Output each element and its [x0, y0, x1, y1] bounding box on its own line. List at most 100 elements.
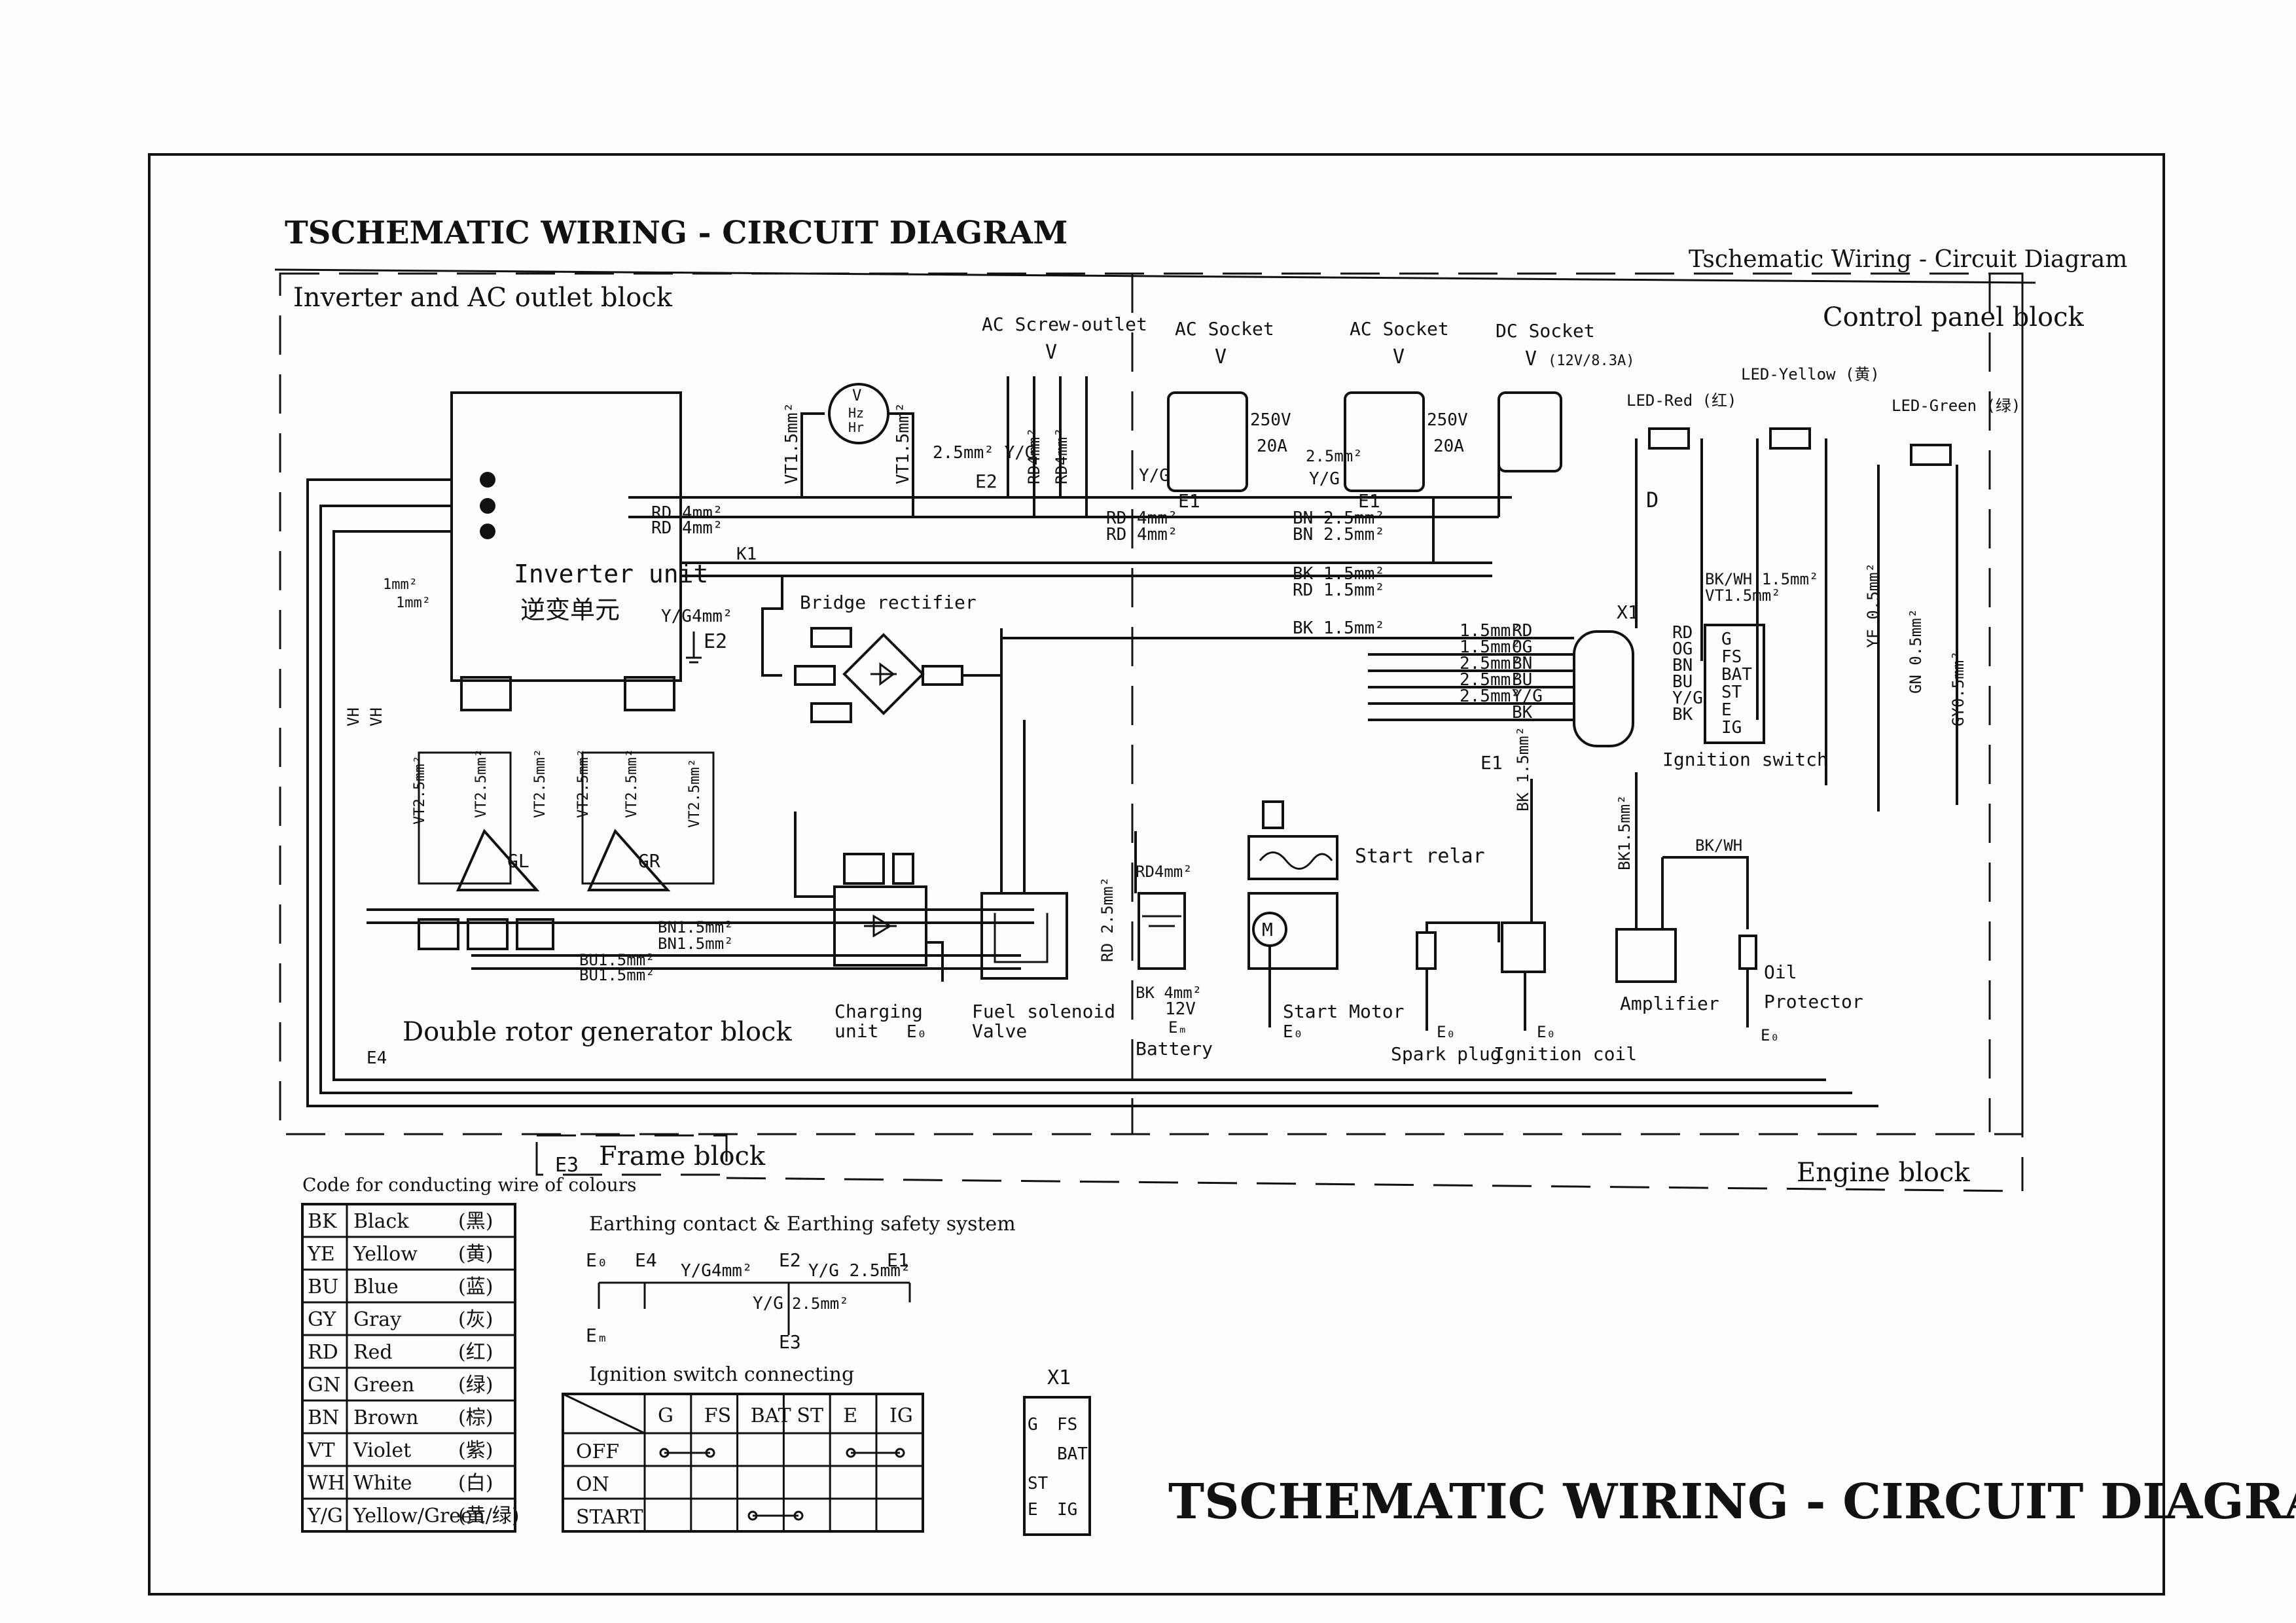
x1-pin-ig: IG	[1057, 1500, 1077, 1520]
ac-socket-2-label: AC Socket	[1350, 318, 1449, 340]
wire-label-bn15b: BN1.5mm²	[658, 935, 734, 953]
battery-label: Battery	[1136, 1038, 1213, 1060]
colour-code-name: Blue	[353, 1275, 399, 1298]
start-motor-ground: E₀	[1283, 1022, 1303, 1042]
generator-right-frame	[581, 751, 715, 885]
wire-label-gn05: GN 0.5mm²	[1907, 609, 1925, 694]
amplifier-label: Amplifier	[1620, 993, 1719, 1014]
start-relay-coil	[1259, 851, 1333, 870]
ign-row-off: OFF	[576, 1440, 619, 1463]
colour-code-name: Yellow/Green	[353, 1505, 485, 1527]
ign-header-cell: E	[843, 1404, 857, 1427]
inverter-terminal-1	[480, 472, 495, 488]
colour-code-cn: (棕)	[458, 1406, 493, 1429]
x1-label: X1	[1617, 601, 1639, 623]
ign-term-fs: FS	[1721, 647, 1742, 667]
ign-term-st: ST	[1721, 683, 1742, 702]
colour-code-cn: (紫)	[458, 1439, 493, 1462]
charging-diode	[864, 914, 897, 938]
frame-block-box	[535, 1134, 728, 1176]
x1-wire-6-color: BK	[1512, 703, 1533, 722]
colour-code-cn: (红)	[458, 1341, 493, 1364]
wire-label-yg25a: 2.5mm² Y/G	[933, 443, 1035, 463]
ign-in-og: OG	[1672, 639, 1693, 659]
earthing-yg25b: Y/G	[753, 1294, 783, 1313]
ign-in-rd: RD	[1672, 623, 1693, 643]
colour-code-code: Y/G	[307, 1505, 343, 1527]
ign-header-cell: FS	[704, 1404, 731, 1427]
earthing-e3: E3	[779, 1331, 801, 1353]
charging-winding	[467, 918, 509, 950]
inverter-connector-right	[624, 676, 675, 711]
spark-plug	[1416, 931, 1437, 970]
inverter-terminal-3	[480, 524, 495, 539]
colour-code-code: GY	[308, 1308, 336, 1331]
ign-table-diagonal	[562, 1393, 645, 1435]
earthing-yg25c: 2.5mm²	[792, 1294, 849, 1313]
ac-socket-2-v: V	[1393, 346, 1405, 368]
wire-label-bk15d: BK1.5mm²	[1615, 794, 1634, 870]
wire-label-one1: 1mm²	[383, 577, 418, 593]
x1-pin-bat: BAT	[1057, 1444, 1088, 1464]
amplifier-box	[1615, 928, 1677, 983]
earthing-e0: E₀	[586, 1249, 608, 1271]
led-green	[1910, 444, 1952, 466]
ac-socket-1	[1167, 391, 1248, 492]
block-frame-label: Frame block	[599, 1141, 766, 1171]
battery-voltage: 12V	[1165, 999, 1196, 1019]
ign-row-start: START	[576, 1506, 643, 1529]
dc-winding	[516, 918, 554, 950]
start-motor-label: Start Motor	[1283, 1001, 1404, 1022]
meter-v: V	[852, 386, 861, 404]
wire-label-rd4e: RD4mm²	[1025, 427, 1043, 484]
bridge-terminal-3	[810, 702, 852, 723]
bridge-diode-symbol	[870, 662, 897, 686]
colour-code-name: Black	[353, 1210, 409, 1233]
battery-ground: Eₘ	[1168, 1018, 1187, 1037]
x1-connector	[1573, 630, 1634, 747]
wire-label-rd4f: RD4mm²	[1052, 427, 1071, 484]
x1-pin-fs: FS	[1057, 1415, 1077, 1435]
colour-code-cn: (黑)	[458, 1210, 493, 1233]
spark-ground: E₀	[1437, 1023, 1456, 1041]
inverter-unit-cn: 逆变单元	[520, 596, 620, 624]
earthing-e2: E2	[779, 1249, 801, 1271]
colour-code-cn: (黄/绿)	[458, 1505, 520, 1527]
wire-label-bu15b: BU1.5mm²	[579, 966, 655, 984]
charging-label-1: Charging	[834, 1001, 923, 1022]
oil-label-2: Protector	[1764, 991, 1863, 1012]
colour-code-name: Yellow	[353, 1243, 418, 1266]
ignition-coil-label: Ignition coil	[1494, 1043, 1637, 1065]
bridge-terminal-2	[794, 665, 836, 686]
ign-term-g: G	[1721, 630, 1732, 649]
earthing-e1: E1	[887, 1249, 909, 1271]
ignition-switch-box	[1704, 624, 1765, 744]
dc-socket-rating: (12V/8.3A)	[1548, 353, 1634, 369]
ign-header-cell: IG	[889, 1404, 913, 1427]
oil-protector	[1738, 935, 1757, 970]
ign-off-e	[846, 1448, 856, 1458]
battery-box	[1138, 892, 1186, 970]
ground-e1-x1: E1	[1480, 752, 1503, 774]
meter-wires	[800, 412, 914, 517]
wire-label-rd25: RD 2.5mm²	[1098, 877, 1117, 962]
inverter-connector-left	[460, 676, 512, 711]
ign-term-e: E	[1721, 700, 1732, 720]
spark-plug-label: Spark plug	[1391, 1043, 1501, 1065]
wire-label-vt15c: VT1.5mm²	[1705, 586, 1781, 605]
page-subtitle: Tschematic Wiring - Circuit Diagram	[1689, 246, 2127, 273]
x1-wire-5-color: Y/G	[1512, 687, 1543, 706]
colour-code-title: Code for conducting wire of colours	[302, 1174, 637, 1196]
x1-wire-5-size: 2.5mm²	[1460, 687, 1521, 706]
colour-code-name: White	[353, 1472, 412, 1495]
wire-label-vt25d: VT2.5mm²	[575, 749, 592, 818]
idle-winding-left	[418, 918, 459, 950]
wire-label-gy05: GY0.5mm²	[1949, 651, 1967, 726]
wire-label-vt25f: VT2.5mm²	[687, 758, 703, 828]
wire-label-bk4: BK 4mm²	[1136, 984, 1202, 1002]
bridge-wires	[761, 576, 1571, 677]
wire-label-bkwh: BK/WH	[1695, 836, 1742, 855]
wire-label-vt25b: VT2.5mm²	[473, 749, 490, 818]
inverter-unit-label: Inverter unit	[514, 560, 708, 588]
x1-wire-2-color: OG	[1512, 637, 1532, 657]
